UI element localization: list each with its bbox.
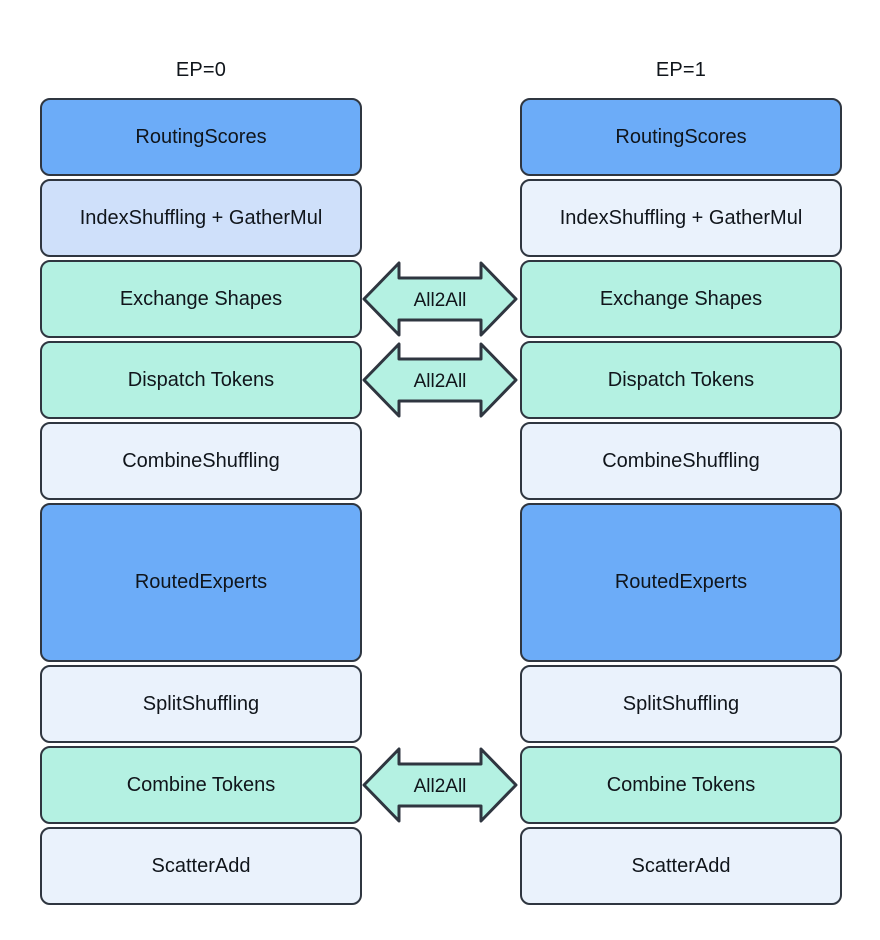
- arrow-all2all-combine-tokens: All2All: [361, 746, 519, 824]
- arrow-label: All2All: [414, 371, 467, 392]
- double-arrow-icon: [362, 747, 518, 823]
- box-ep1-dispatch-tokens: Dispatch Tokens: [520, 341, 842, 419]
- box-ep1-splitshuffling: SplitShuffling: [520, 665, 842, 743]
- column-ep1: RoutingScores IndexShuffling + GatherMul…: [520, 98, 842, 905]
- column-title-ep0: EP=0: [175, 59, 227, 81]
- box-ep0-exchange-shapes: Exchange Shapes: [40, 260, 362, 338]
- box-ep0-indexshuffling-gathermul: IndexShuffling + GatherMul: [40, 179, 362, 257]
- box-ep0-routingscores: RoutingScores: [40, 98, 362, 176]
- box-ep1-indexshuffling-gathermul: IndexShuffling + GatherMul: [520, 179, 842, 257]
- arrow-all2all-dispatch-tokens: All2All: [361, 341, 519, 419]
- box-ep0-dispatch-tokens: Dispatch Tokens: [40, 341, 362, 419]
- column-title-ep1: EP=1: [655, 59, 707, 81]
- column-ep0: RoutingScores IndexShuffling + GatherMul…: [40, 98, 362, 905]
- arrow-all2all-exchange-shapes: All2All: [361, 260, 519, 338]
- arrow-label: All2All: [414, 776, 467, 797]
- arrow-label: All2All: [414, 290, 467, 311]
- box-ep0-combine-tokens: Combine Tokens: [40, 746, 362, 824]
- box-ep0-routedexperts: RoutedExperts: [40, 503, 362, 662]
- box-ep0-splitshuffling: SplitShuffling: [40, 665, 362, 743]
- box-ep0-combineshuffling: CombineShuffling: [40, 422, 362, 500]
- box-ep1-scatteradd: ScatterAdd: [520, 827, 842, 905]
- box-ep1-combineshuffling: CombineShuffling: [520, 422, 842, 500]
- box-ep1-routingscores: RoutingScores: [520, 98, 842, 176]
- box-ep1-routedexperts: RoutedExperts: [520, 503, 842, 662]
- double-arrow-icon: [362, 261, 518, 337]
- box-ep1-exchange-shapes: Exchange Shapes: [520, 260, 842, 338]
- box-ep1-combine-tokens: Combine Tokens: [520, 746, 842, 824]
- box-ep0-scatteradd: ScatterAdd: [40, 827, 362, 905]
- double-arrow-icon: [362, 342, 518, 418]
